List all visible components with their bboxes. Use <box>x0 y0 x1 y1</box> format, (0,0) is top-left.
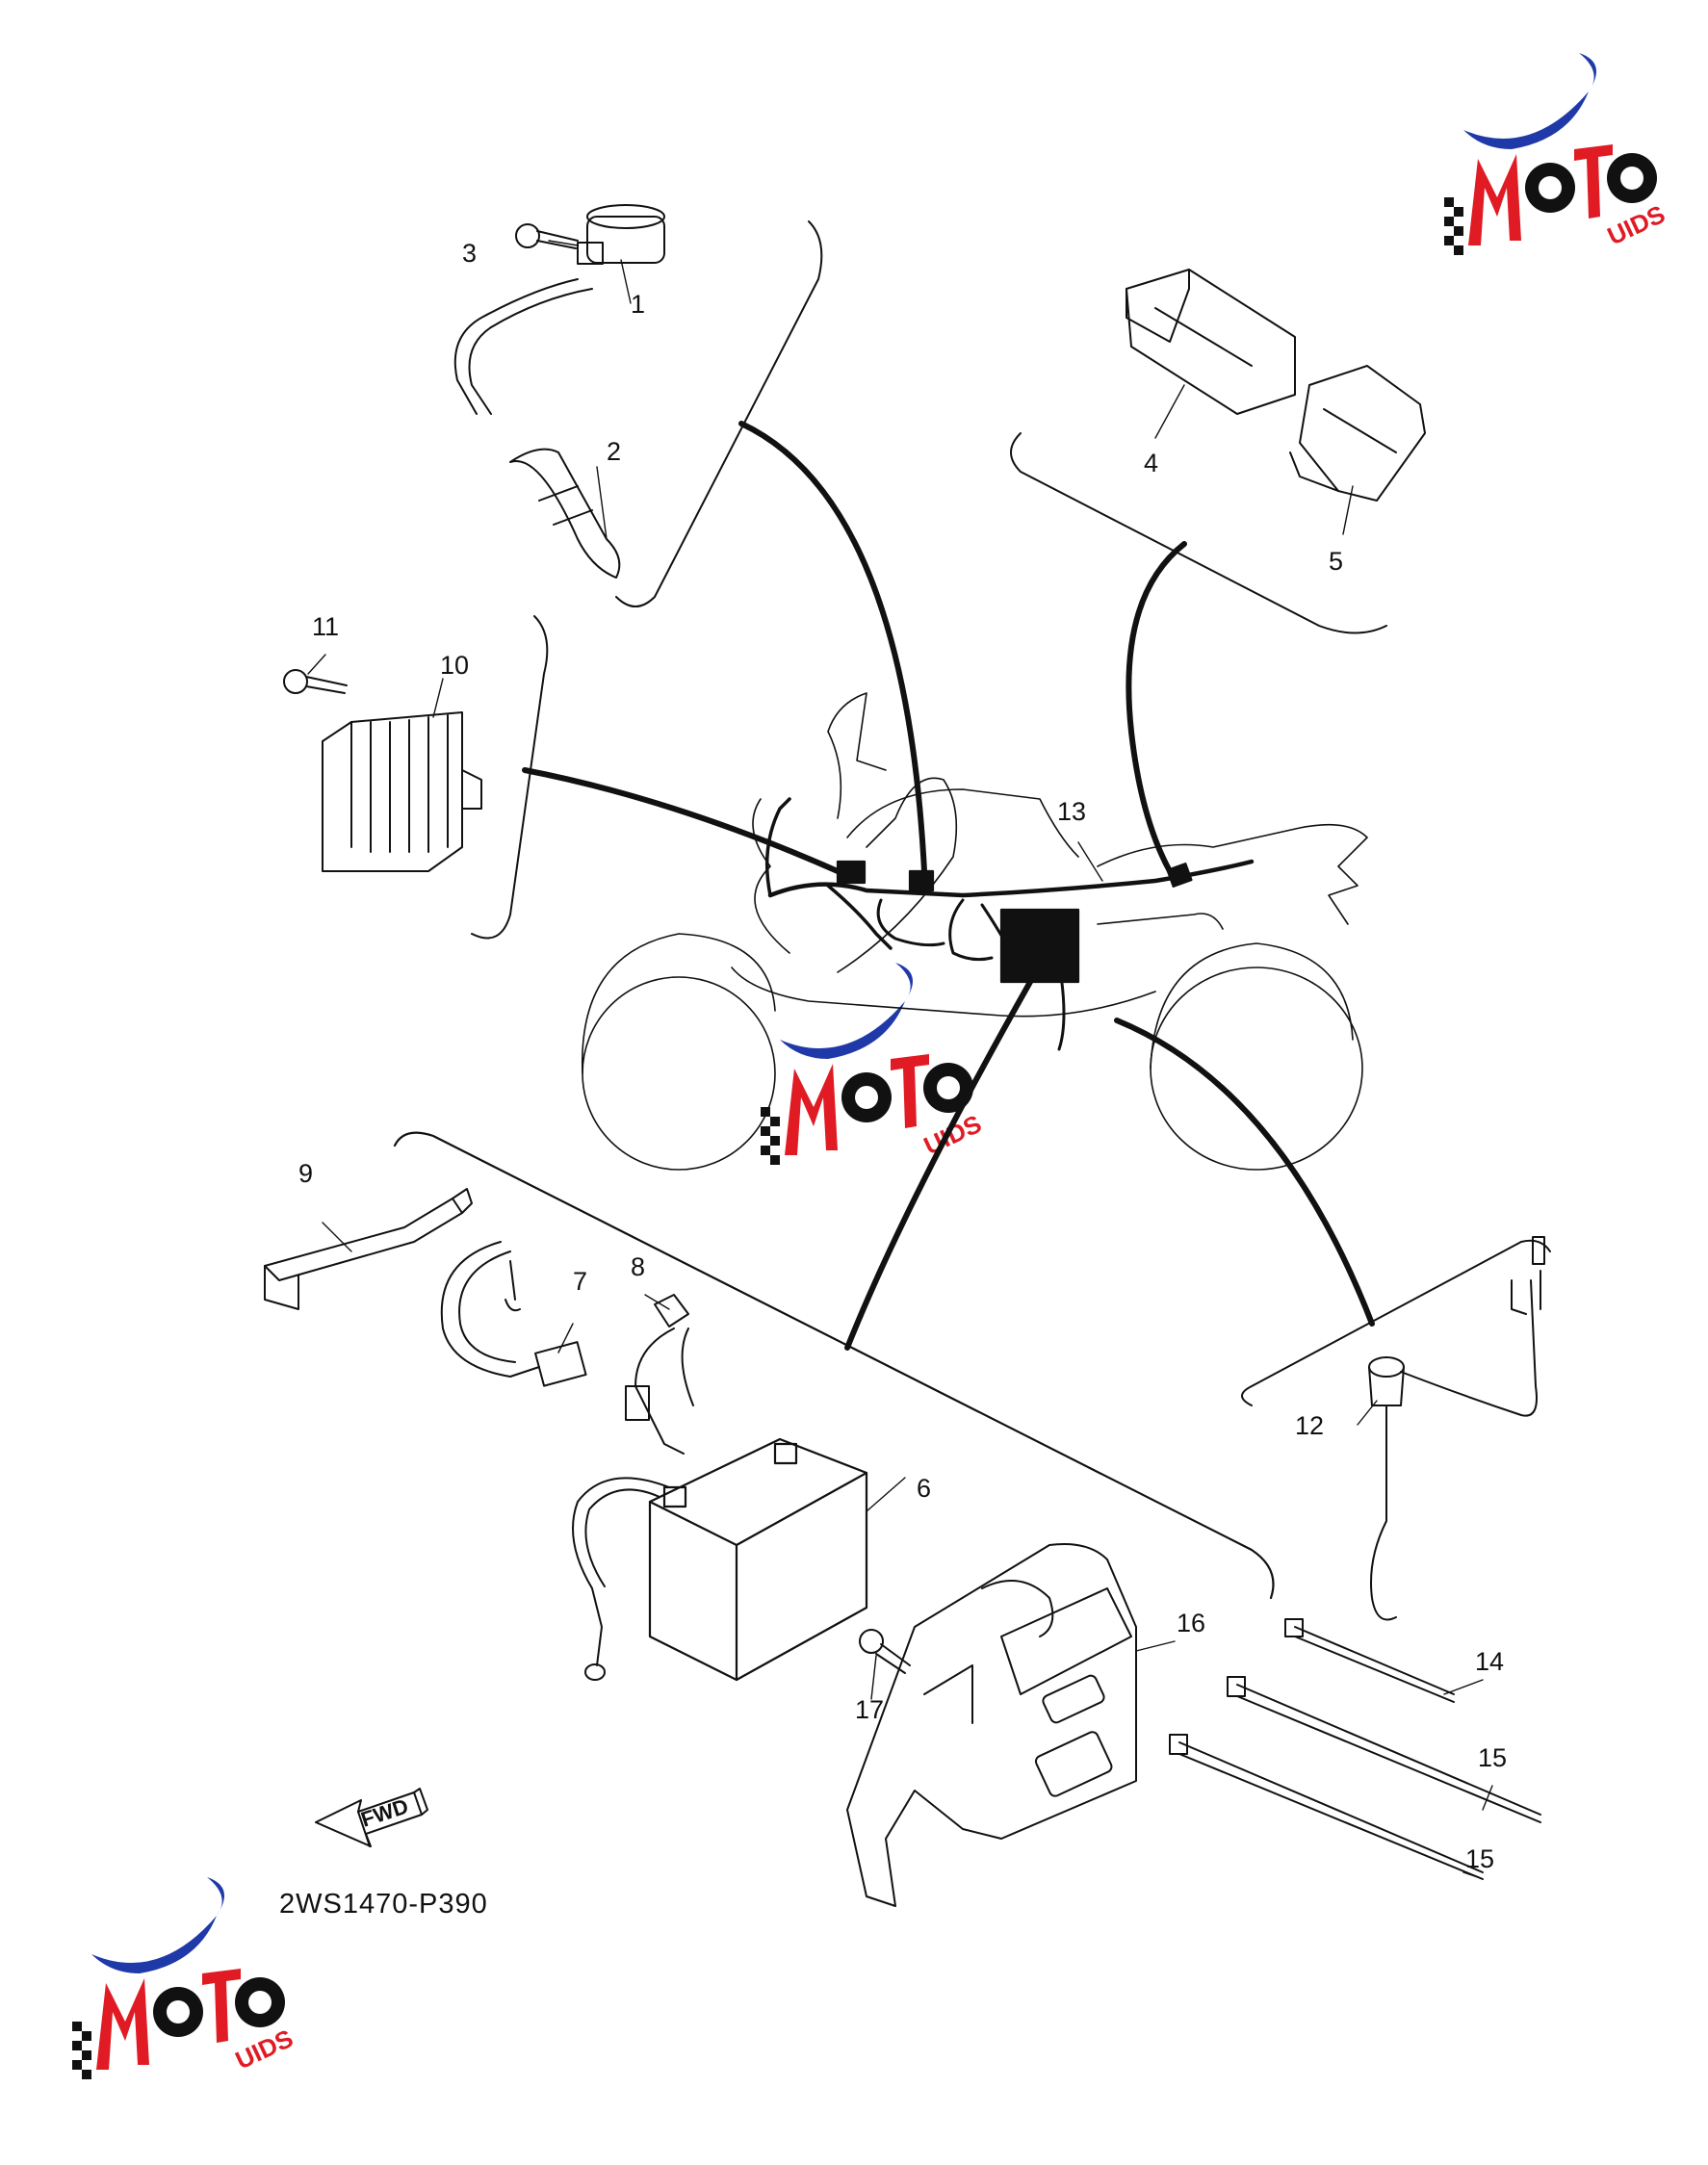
fuse-holder <box>440 1241 587 1387</box>
battery-lead-negative <box>572 1477 670 1681</box>
cdi-rubber-holder <box>1289 365 1426 502</box>
label-3: 3 <box>462 239 477 268</box>
part-number-labels: 1 2 3 4 5 6 7 8 9 10 11 12 13 14 15 15 1… <box>298 239 1507 1873</box>
label-15-b: 15 <box>1465 1844 1494 1873</box>
label-1: 1 <box>631 290 645 319</box>
leader-battery <box>844 979 1033 1351</box>
battery <box>648 1437 868 1682</box>
label-15-a: 15 <box>1478 1743 1507 1772</box>
cdi-unit <box>1126 269 1296 415</box>
label-17: 17 <box>855 1695 884 1724</box>
battery-band <box>264 1188 473 1310</box>
motorcycle-outline <box>582 692 1368 1171</box>
cable-tie-15-b <box>1169 1734 1484 1880</box>
bolt-battery-box <box>859 1629 911 1674</box>
ignition-coil <box>453 204 665 415</box>
label-9: 9 <box>298 1159 313 1188</box>
label-8: 8 <box>631 1252 645 1281</box>
label-11: 11 <box>312 612 339 641</box>
frame-ignition-coil <box>615 220 823 607</box>
leader-cdi <box>1126 541 1187 874</box>
frame-battery <box>393 1131 1275 1600</box>
part-leaders <box>307 240 1493 1878</box>
rectifier-regulator <box>322 711 482 872</box>
watermark-center <box>761 963 986 1165</box>
label-10: 10 <box>440 651 469 680</box>
label-12: 12 <box>1295 1411 1324 1440</box>
label-2: 2 <box>607 437 621 466</box>
neutral-switch <box>1368 1236 1545 1621</box>
cable-tie-14 <box>1284 1618 1455 1703</box>
watermark-top-right <box>1444 53 1669 255</box>
label-7: 7 <box>573 1267 587 1296</box>
wire-harness <box>764 797 1255 1051</box>
battery-lead-positive <box>625 1294 694 1455</box>
leader-switch <box>1114 1018 1375 1327</box>
frame-switch <box>1241 1239 1551 1406</box>
fwd-label: FWD <box>358 1793 411 1831</box>
label-14: 14 <box>1475 1647 1504 1676</box>
frame-cdi-unit <box>1010 432 1387 634</box>
bolt-coil <box>515 223 579 249</box>
label-16: 16 <box>1177 1609 1205 1637</box>
label-5: 5 <box>1329 547 1343 576</box>
label-4: 4 <box>1144 449 1158 477</box>
fwd-arrow-icon <box>315 1788 428 1847</box>
leader-coil <box>738 421 927 874</box>
leader-regulator <box>522 767 841 874</box>
battery-box <box>846 1543 1137 1907</box>
spark-plug-cap <box>509 448 621 579</box>
frame-regulator <box>471 615 549 940</box>
label-13: 13 <box>1057 797 1086 826</box>
diagram-code: 2WS1470-P390 <box>279 1889 488 1920</box>
bolt-regulator <box>283 669 348 694</box>
watermark-bottom-left <box>72 1877 298 2079</box>
label-6: 6 <box>917 1474 931 1503</box>
